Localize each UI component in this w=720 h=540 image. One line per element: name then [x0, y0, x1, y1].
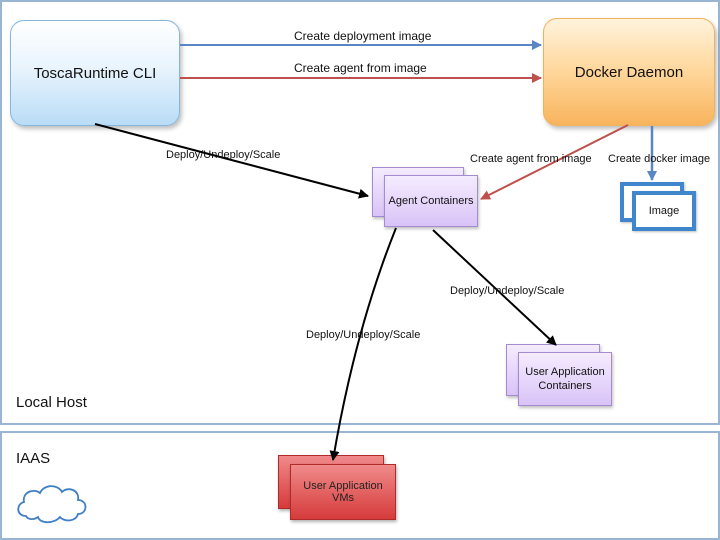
iaas-zone	[0, 431, 720, 540]
user-app-containers-label-line1: User Application	[525, 366, 605, 378]
user-app-containers-node: User Application Containers	[518, 352, 612, 406]
user-app-vms-label: User Application VMs	[303, 480, 383, 504]
arrow-agent-to-user-app	[432, 229, 557, 346]
arrow-create-agent-from-image	[480, 124, 629, 200]
label-deploy-cli-agent: Deploy/Undeploy/Scale	[166, 149, 281, 161]
label-create-agent-from-image-top: Create agent from image	[294, 61, 427, 75]
label-create-agent-from-image: Create agent from image	[470, 153, 592, 165]
user-app-containers-label-line2: Containers	[538, 380, 592, 392]
agent-containers-label: Agent Containers	[388, 195, 474, 207]
tosca-runtime-cli-label: ToscaRuntime CLI	[33, 64, 157, 82]
docker-daemon-label: Docker Daemon	[574, 63, 684, 81]
arrow-cli-to-agent	[94, 123, 369, 199]
agent-containers-node: Agent Containers	[384, 175, 478, 227]
label-deploy-agent-user-app: Deploy/Undeploy/Scale	[450, 285, 565, 297]
tosca-runtime-cli-node: ToscaRuntime CLI	[10, 20, 180, 126]
iaas-label: IAAS	[16, 450, 51, 467]
label-create-docker-image: Create docker image	[608, 153, 711, 165]
user-app-vms-node: User Application VMs	[290, 464, 396, 520]
arrow-agent-to-vms	[329, 227, 397, 461]
docker-daemon-node: Docker Daemon	[543, 18, 715, 126]
cloud-icon	[17, 485, 87, 524]
image-node: Image	[632, 191, 696, 231]
label-deploy-agent-vms: Deploy/Undeploy/Scale	[306, 329, 421, 341]
image-label: Image	[648, 205, 680, 217]
local-host-label: Local Host	[16, 394, 87, 411]
label-create-deployment-image: Create deployment image	[294, 29, 432, 43]
